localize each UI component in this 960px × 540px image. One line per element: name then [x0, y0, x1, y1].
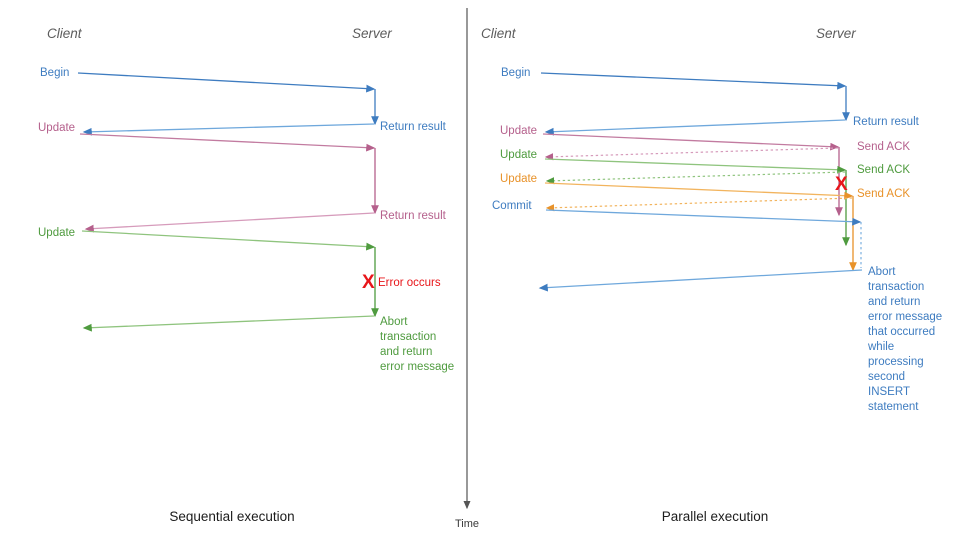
message-label-return-result-parallel: Return result — [853, 116, 920, 128]
note-abort-parallel-line-9: statement — [868, 401, 919, 413]
note-abort-line-1: transaction — [380, 331, 436, 343]
panel-caption-parallel: Parallel execution — [662, 509, 769, 524]
error-occurs-label: Error occurs — [378, 277, 441, 289]
note-abort-line-2: and return — [380, 346, 432, 358]
message-label-send-ack-3: Send ACK — [857, 188, 910, 200]
message-label-begin: Begin — [40, 67, 69, 79]
note-abort-parallel-line-0: Abort — [868, 266, 896, 278]
message-abort-return-parallel — [538, 269, 863, 292]
message-begin — [77, 72, 376, 93]
actor-label-client-parallel: Client — [481, 26, 517, 41]
time-axis-label: Time — [455, 518, 479, 530]
message-label-update-2-parallel: Update — [500, 149, 537, 161]
message-label-send-ack-2: Send ACK — [857, 164, 910, 176]
message-label-update-1-parallel: Update — [500, 125, 537, 137]
message-update-1 — [79, 133, 376, 152]
note-abort-parallel-line-3: error message — [868, 311, 942, 323]
note-abort-parallel-line-4: that occurred — [868, 326, 935, 338]
message-label-update-1: Update — [38, 122, 75, 134]
note-abort-parallel-line-7: second — [868, 371, 905, 383]
note-abort-line-0: Abort — [380, 316, 408, 328]
error-marker-icon-parallel: X — [835, 174, 848, 195]
message-send-ack-2 — [545, 171, 846, 185]
note-abort-line-3: error message — [380, 361, 454, 373]
message-return-result-parallel — [544, 119, 846, 136]
panel-parallel: Client Server Begin Return result Update… — [481, 26, 942, 524]
actor-label-server-parallel: Server — [816, 26, 856, 41]
message-label-update-3-parallel: Update — [500, 173, 537, 185]
message-label-send-ack-1: Send ACK — [857, 141, 910, 153]
actor-label-client: Client — [47, 26, 83, 41]
message-abort-return — [82, 315, 375, 332]
note-abort-parallel-line-8: INSERT — [868, 386, 910, 398]
message-label-commit: Commit — [492, 200, 532, 212]
message-label-return-result-1: Return result — [380, 121, 447, 133]
note-abort-parallel-line-1: transaction — [868, 281, 924, 293]
message-label-return-result-2: Return result — [380, 210, 447, 222]
note-abort-parallel-line-5: while — [867, 341, 894, 353]
note-abort-parallel-line-6: processing — [868, 356, 924, 368]
message-return-result-2 — [84, 212, 375, 233]
message-update-1-parallel — [542, 133, 840, 151]
panel-caption-sequential: Sequential execution — [169, 509, 294, 524]
message-return-result-1 — [82, 123, 375, 136]
panel-sequential: Client Server Begin Return result Update… — [38, 26, 454, 524]
message-update-2-parallel — [544, 158, 847, 174]
message-commit — [545, 209, 862, 226]
actor-label-server: Server — [352, 26, 392, 41]
message-send-ack-1 — [544, 147, 839, 161]
error-marker-icon: X — [362, 272, 375, 293]
message-update-2 — [81, 230, 376, 251]
message-send-ack-3 — [545, 197, 853, 212]
message-label-begin-parallel: Begin — [501, 67, 530, 79]
message-update-3-parallel — [544, 182, 854, 200]
message-begin-parallel — [540, 72, 847, 90]
message-label-update-2: Update — [38, 227, 75, 239]
note-abort-parallel-line-2: and return — [868, 296, 920, 308]
